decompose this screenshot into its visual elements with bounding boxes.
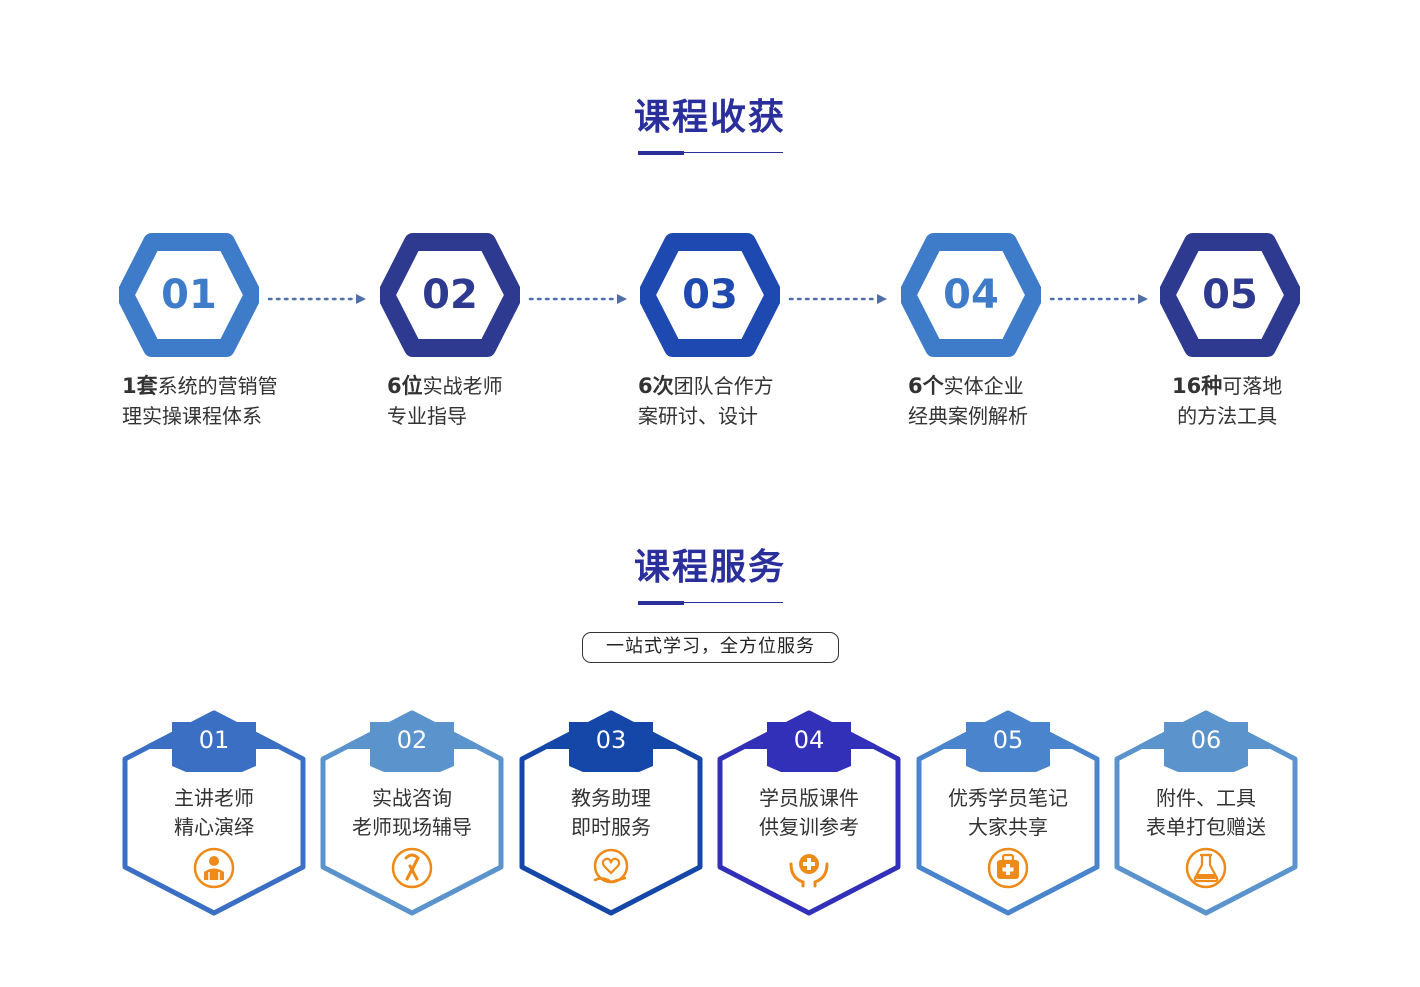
dotted-arrow-icon xyxy=(1049,290,1149,304)
dotted-arrow-icon xyxy=(788,290,888,304)
service-line2: 供复训参考 xyxy=(759,815,859,839)
service-number: 04 xyxy=(793,726,825,754)
step-text: 实体企业 xyxy=(943,374,1024,398)
service-line2: 老师现场辅导 xyxy=(352,815,472,839)
service-card-05: 05 优秀学员笔记大家共享 xyxy=(914,708,1102,918)
step-text-line2: 案研讨、设计 xyxy=(638,404,758,428)
step-text-line2: 的方法工具 xyxy=(1177,404,1278,428)
section-title-services: 课程服务 xyxy=(633,547,786,588)
ribbon-icon xyxy=(390,846,434,890)
step-hexagon-04: 04 xyxy=(901,232,1041,358)
step-text-line2: 经典案例解析 xyxy=(908,404,1028,428)
step-hexagon-02: 02 xyxy=(380,232,520,358)
step-description: 6次团队合作方案研讨、设计 xyxy=(638,371,774,431)
step-number: 02 xyxy=(422,272,478,318)
service-text: 附件、工具表单打包赠送 xyxy=(1112,784,1300,842)
step-highlight: 6次 xyxy=(638,374,674,398)
service-line2: 大家共享 xyxy=(968,815,1048,839)
service-text: 实战咨询老师现场辅导 xyxy=(318,784,506,842)
step-description: 6个实体企业经典案例解析 xyxy=(908,371,1028,431)
service-line1: 实战咨询 xyxy=(372,786,452,810)
service-card-03: 03 教务助理即时服务 xyxy=(517,708,705,918)
service-text: 教务助理即时服务 xyxy=(517,784,705,842)
service-line2: 即时服务 xyxy=(571,815,651,839)
service-card-01: 01 主讲老师精心演绎 xyxy=(120,708,308,918)
step-text: 实战老师 xyxy=(422,374,503,398)
service-text: 学员版课件供复训参考 xyxy=(715,784,903,842)
service-number: 03 xyxy=(595,726,627,754)
medical-bag-icon xyxy=(986,846,1030,890)
service-line1: 附件、工具 xyxy=(1156,786,1256,810)
step-number: 03 xyxy=(682,272,738,318)
service-card-02: 02 实战咨询老师现场辅导 xyxy=(318,708,506,918)
step-text: 系统的营销管 xyxy=(157,374,278,398)
service-text: 优秀学员笔记大家共享 xyxy=(914,784,1102,842)
section-title-gains: 课程收获 xyxy=(633,97,786,138)
step-hexagon-05: 05 xyxy=(1160,232,1300,358)
step-highlight: 16种 xyxy=(1172,374,1223,398)
service-line1: 主讲老师 xyxy=(174,786,254,810)
step-text: 团队合作方 xyxy=(673,374,774,398)
title-underline xyxy=(638,601,783,605)
service-card-06: 06 附件、工具表单打包赠送 xyxy=(1112,708,1300,918)
step-hexagon-01: 01 xyxy=(119,232,259,358)
dotted-arrow-icon xyxy=(528,290,628,304)
heart-hand-icon xyxy=(589,846,633,890)
care-hands-icon xyxy=(787,846,831,890)
step-number: 04 xyxy=(943,272,999,318)
step-description: 16种可落地的方法工具 xyxy=(1172,371,1282,431)
teacher-icon xyxy=(192,846,236,890)
service-number: 05 xyxy=(992,726,1024,754)
service-number: 02 xyxy=(396,726,428,754)
service-line1: 教务助理 xyxy=(571,786,651,810)
step-text-line2: 理实操课程体系 xyxy=(122,404,262,428)
step-text-line2: 专业指导 xyxy=(387,404,467,428)
service-text: 主讲老师精心演绎 xyxy=(120,784,308,842)
service-line2: 表单打包赠送 xyxy=(1146,815,1266,839)
title-underline xyxy=(638,151,783,155)
step-hexagon-03: 03 xyxy=(640,232,780,358)
step-number: 01 xyxy=(161,272,217,318)
step-description: 6位实战老师专业指导 xyxy=(387,371,503,431)
step-highlight: 6位 xyxy=(387,374,423,398)
flask-icon xyxy=(1184,846,1228,890)
step-text: 可落地 xyxy=(1222,374,1283,398)
dotted-arrow-icon xyxy=(267,290,367,304)
step-description: 1套系统的营销管理实操课程体系 xyxy=(122,371,278,431)
services-tagline: 一站式学习，全方位服务 xyxy=(582,632,839,663)
service-number: 06 xyxy=(1190,726,1222,754)
step-highlight: 1套 xyxy=(122,374,158,398)
step-highlight: 6个 xyxy=(908,374,944,398)
service-line2: 精心演绎 xyxy=(174,815,254,839)
service-card-04: 04 学员版课件供复训参考 xyxy=(715,708,903,918)
service-number: 01 xyxy=(198,726,230,754)
service-line1: 优秀学员笔记 xyxy=(948,786,1068,810)
service-line1: 学员版课件 xyxy=(759,786,859,810)
step-number: 05 xyxy=(1202,272,1258,318)
